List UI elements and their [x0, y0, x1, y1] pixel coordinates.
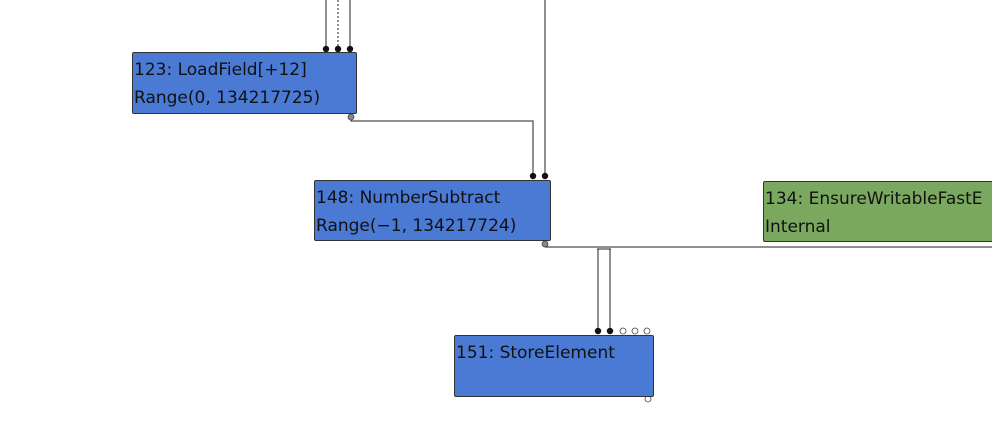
- node-123-loadfield[interactable]: 123: LoadField[+12] Range(0, 134217725): [132, 52, 357, 114]
- input-port: [594, 327, 602, 335]
- node-range: Range(−1, 134217724): [316, 216, 517, 236]
- node-134-ensurewritable[interactable]: 134: EnsureWritableFastE Internal: [763, 181, 992, 242]
- input-port: [529, 172, 537, 180]
- node-label: 148: NumberSubtract: [316, 188, 501, 208]
- input-port: [606, 327, 614, 335]
- node-type: Internal: [765, 217, 831, 237]
- node-label: 123: LoadField[+12]: [134, 60, 307, 80]
- output-port: [347, 113, 355, 121]
- node-label: 134: EnsureWritableFastE: [765, 189, 983, 209]
- empty-input-port: [619, 327, 627, 335]
- node-151-storeelement[interactable]: 151: StoreElement: [454, 335, 654, 397]
- node-148-numbersubtract[interactable]: 148: NumberSubtract Range(−1, 134217724): [314, 180, 551, 241]
- node-range: Range(0, 134217725): [134, 88, 321, 108]
- empty-input-port: [631, 327, 639, 335]
- output-port: [541, 240, 549, 248]
- edge-123-to-148: [350, 117, 534, 176]
- node-label: 151: StoreElement: [456, 343, 615, 363]
- input-port: [541, 172, 549, 180]
- empty-input-port: [643, 327, 651, 335]
